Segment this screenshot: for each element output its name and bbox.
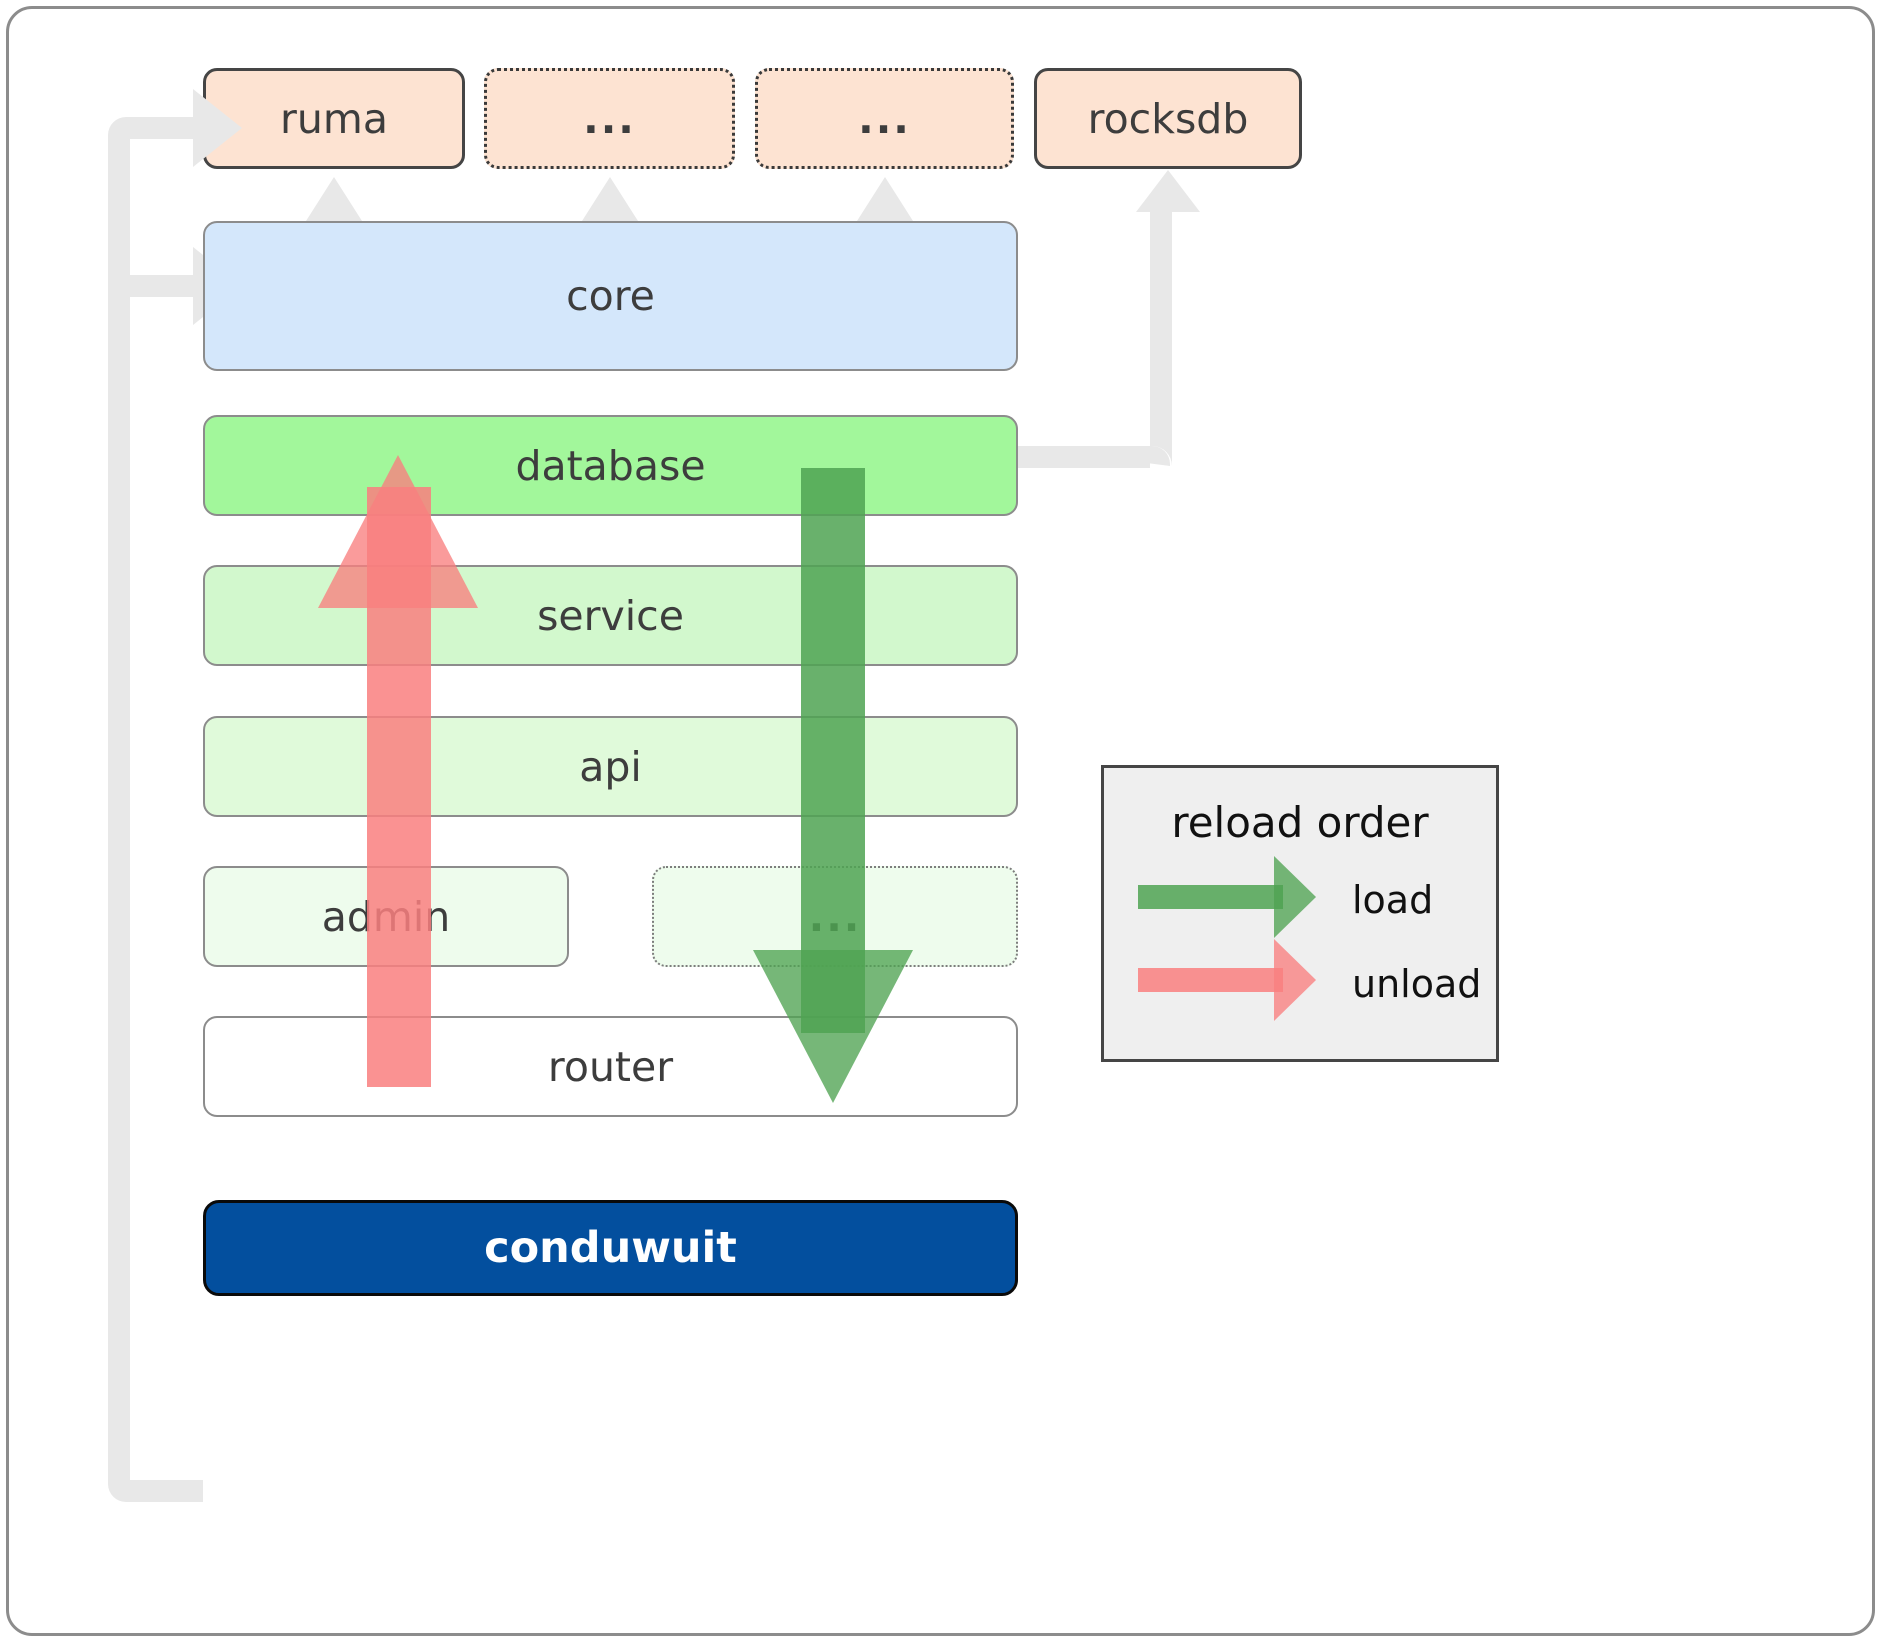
module-box-database[interactable]: database: [203, 415, 1018, 516]
module-box-api[interactable]: api: [203, 716, 1018, 817]
legend-arrow-icons: [1138, 856, 1316, 1021]
module-box-core[interactable]: core: [203, 221, 1018, 371]
module-box-router[interactable]: router: [203, 1016, 1018, 1117]
module-label: ...: [808, 892, 862, 941]
module-box-placeholder[interactable]: ...: [652, 866, 1018, 967]
legend-label-load: load: [1352, 878, 1434, 922]
dependency-label: ...: [858, 94, 911, 143]
dependency-label: rocksdb: [1087, 94, 1249, 143]
module-box-service[interactable]: service: [203, 565, 1018, 666]
legend-panel: reload order load unload: [1101, 765, 1499, 1062]
dependency-box-rocksdb[interactable]: rocksdb: [1034, 68, 1302, 169]
module-label: router: [547, 1042, 674, 1091]
legend-load-arrow-icon: [1138, 856, 1316, 938]
legend-unload-arrow-icon: [1138, 939, 1316, 1021]
module-box-admin[interactable]: admin: [203, 866, 569, 967]
legend-label-unload: unload: [1352, 962, 1482, 1006]
module-label: core: [566, 272, 655, 320]
application-box-conduwuit[interactable]: conduwuit: [203, 1200, 1018, 1296]
module-label: service: [537, 591, 684, 640]
dependency-label: ruma: [280, 94, 388, 143]
module-label: database: [515, 441, 706, 490]
dependency-label: ...: [583, 94, 636, 143]
legend-title: reload order: [1171, 798, 1429, 847]
module-label: api: [579, 742, 642, 791]
dependency-box-ruma[interactable]: ruma: [203, 68, 465, 169]
dependency-box-placeholder-2[interactable]: ...: [755, 68, 1014, 169]
dependency-box-placeholder-1[interactable]: ...: [484, 68, 735, 169]
application-label: conduwuit: [484, 1223, 737, 1273]
module-label: admin: [321, 892, 451, 941]
